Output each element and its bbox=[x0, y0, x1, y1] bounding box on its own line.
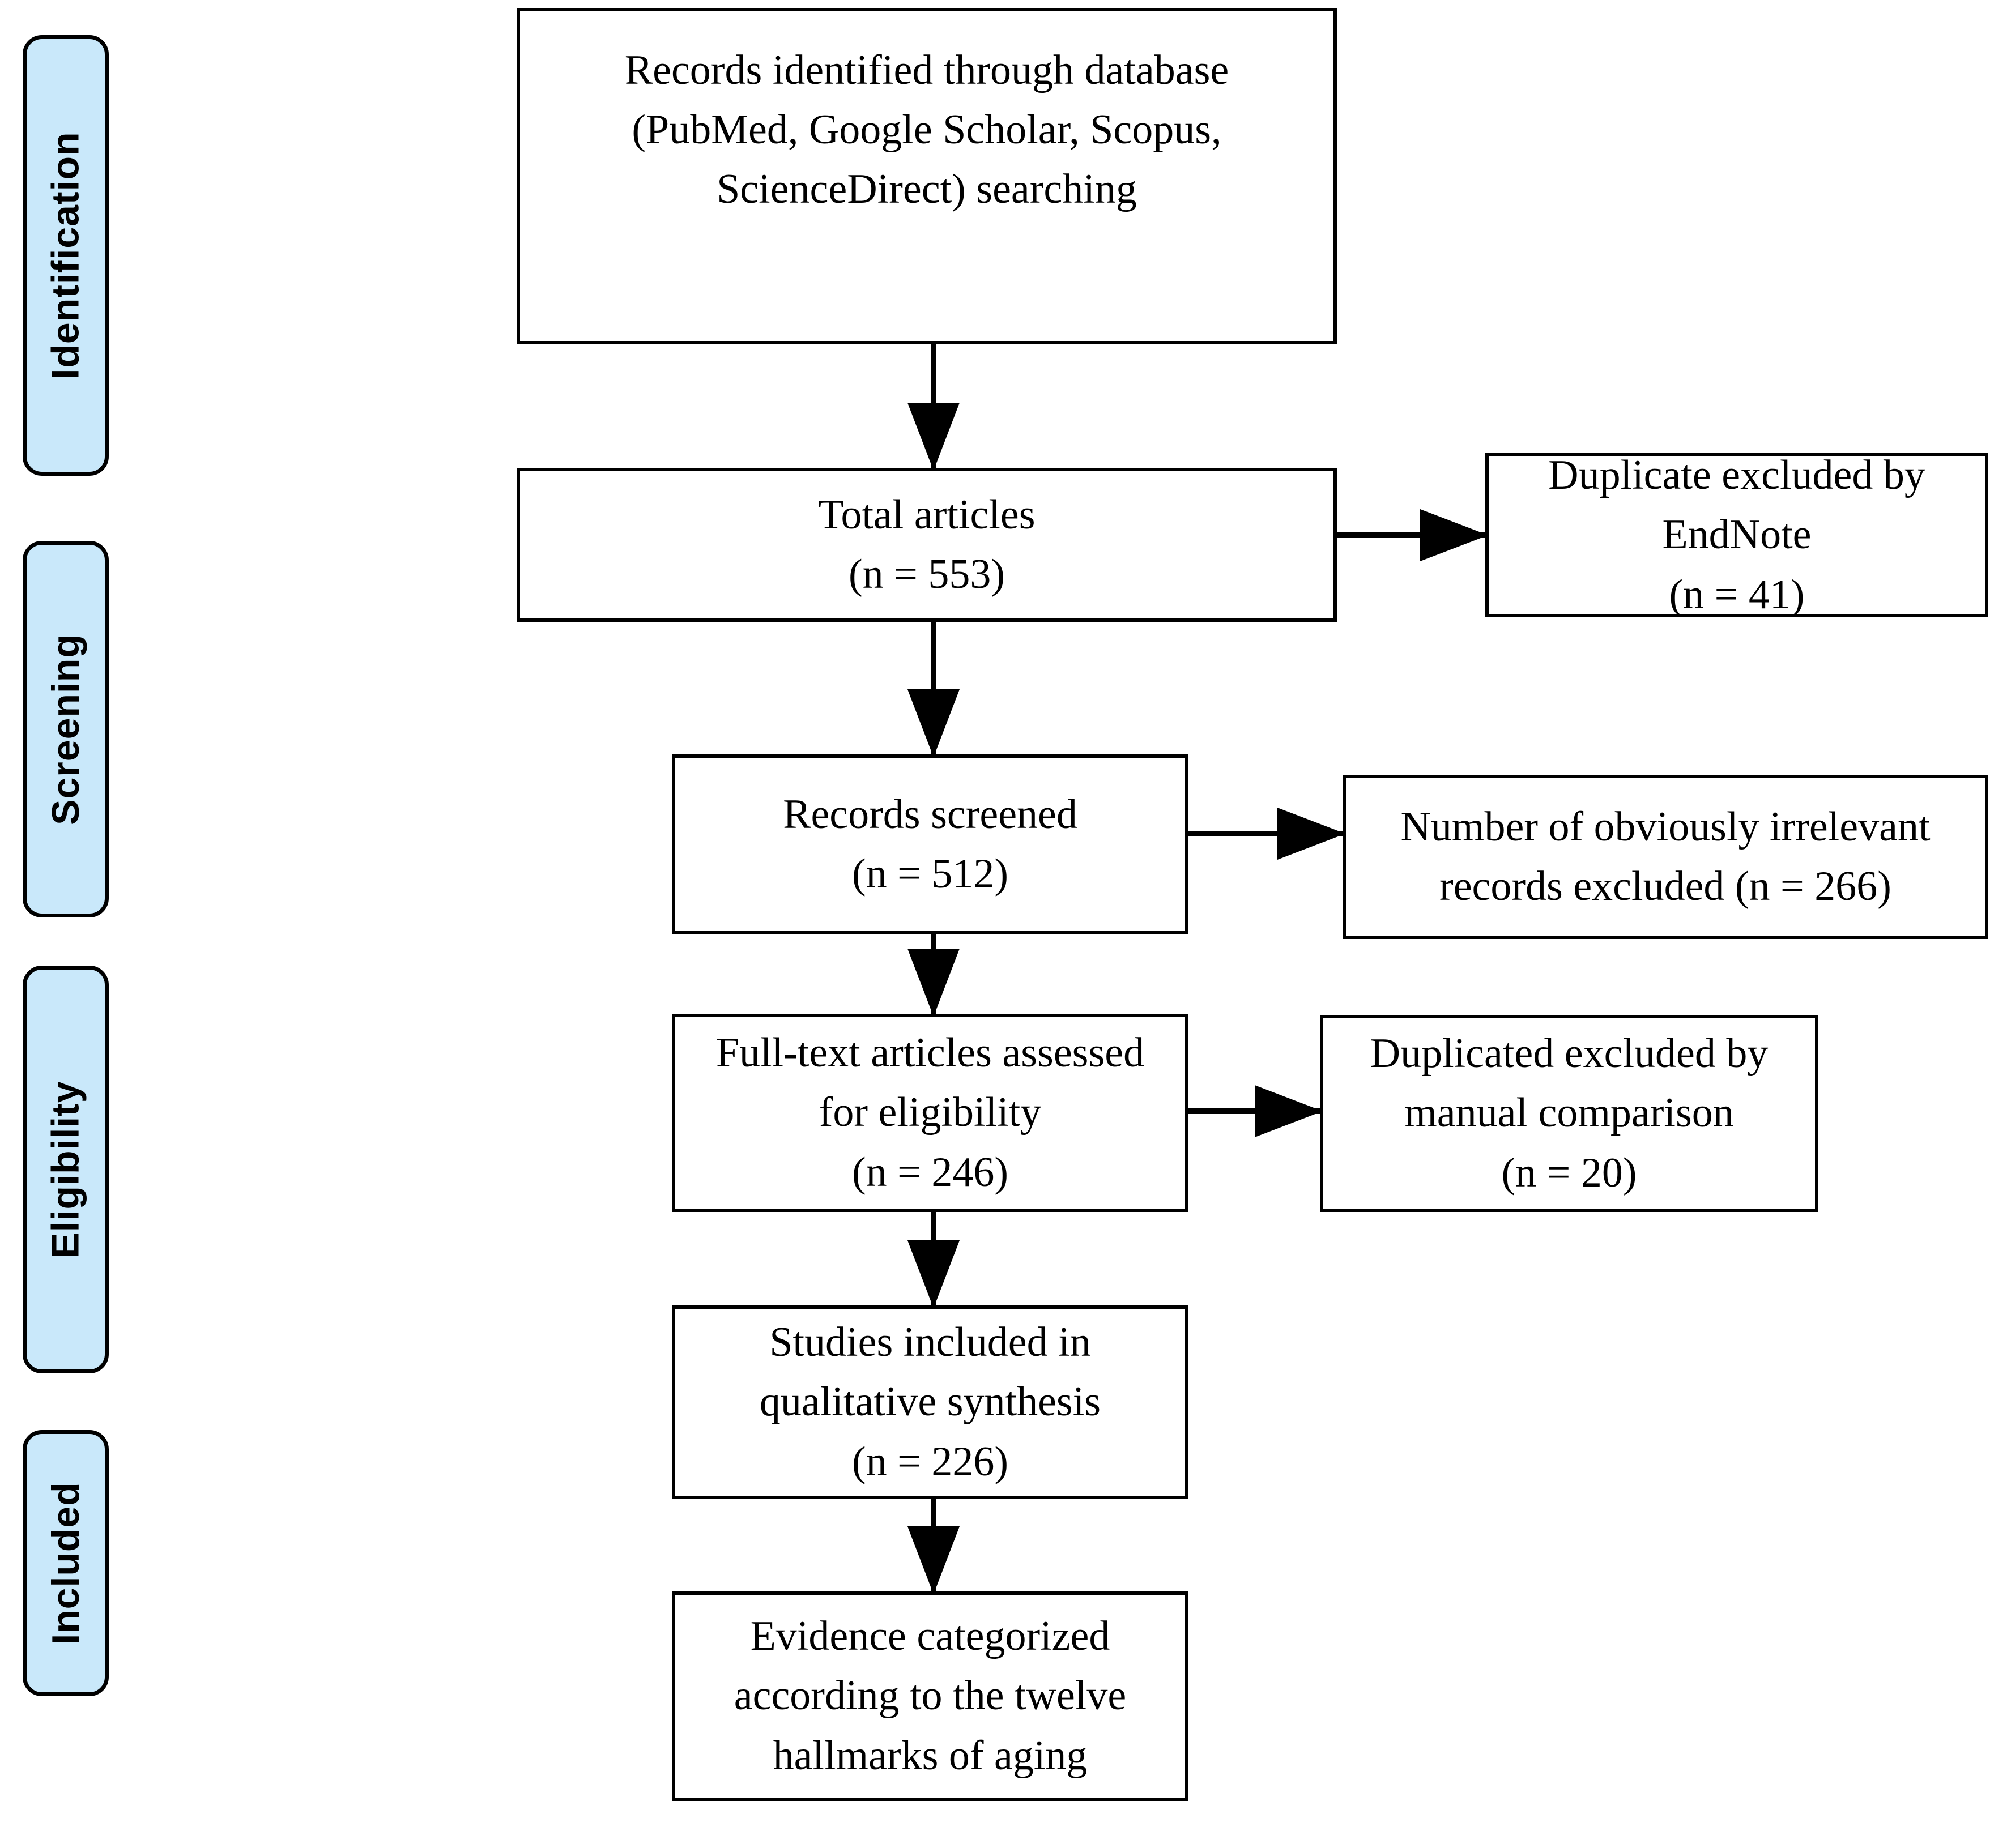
box-irrelevant-records-excluded: Number of obviously irrelevant records e… bbox=[1343, 775, 1988, 939]
box-evidence-categorized-text: Evidence categorized according to the tw… bbox=[734, 1613, 1127, 1779]
box-total-articles: Total articles (n = 553) bbox=[517, 468, 1337, 622]
stage-pill-screening: Screening bbox=[23, 541, 109, 917]
stage-label-screening: Screening bbox=[44, 633, 87, 825]
box-irrelevant-records-excluded-text: Number of obviously irrelevant records e… bbox=[1400, 803, 1931, 910]
stage-pill-identification: Identification bbox=[23, 35, 109, 476]
box-studies-included: Studies included in qualitative synthesi… bbox=[672, 1305, 1188, 1499]
box-duplicated-manual-comparison-text: Duplicated excluded by manual comparison… bbox=[1370, 1030, 1769, 1196]
stage-pill-included: Included bbox=[23, 1430, 109, 1696]
stage-label-included: Included bbox=[44, 1482, 88, 1645]
box-records-screened: Records screened (n = 512) bbox=[672, 754, 1188, 934]
box-duplicate-excluded-endnote-text: Duplicate excluded by EndNote (n = 41) bbox=[1548, 453, 1925, 617]
box-fulltext-assessed: Full-text articles assessed for eligibil… bbox=[672, 1014, 1188, 1212]
box-duplicated-manual-comparison: Duplicated excluded by manual comparison… bbox=[1320, 1015, 1818, 1212]
box-studies-included-text: Studies included in qualitative synthesi… bbox=[759, 1319, 1101, 1485]
stage-label-identification: Identification bbox=[44, 131, 88, 379]
box-records-identified-text: Records identified through database (Pub… bbox=[624, 47, 1229, 213]
box-records-screened-text: Records screened (n = 512) bbox=[783, 791, 1077, 897]
stage-label-eligibility: Eligibility bbox=[44, 1081, 87, 1258]
box-fulltext-assessed-text: Full-text articles assessed for eligibil… bbox=[715, 1030, 1145, 1196]
box-evidence-categorized: Evidence categorized according to the tw… bbox=[672, 1591, 1188, 1801]
box-duplicate-excluded-endnote: Duplicate excluded by EndNote (n = 41) bbox=[1485, 453, 1988, 617]
box-records-identified: Records identified through database (Pub… bbox=[517, 8, 1337, 344]
box-total-articles-text: Total articles (n = 553) bbox=[818, 491, 1036, 597]
stage-pill-eligibility: Eligibility bbox=[23, 966, 109, 1373]
